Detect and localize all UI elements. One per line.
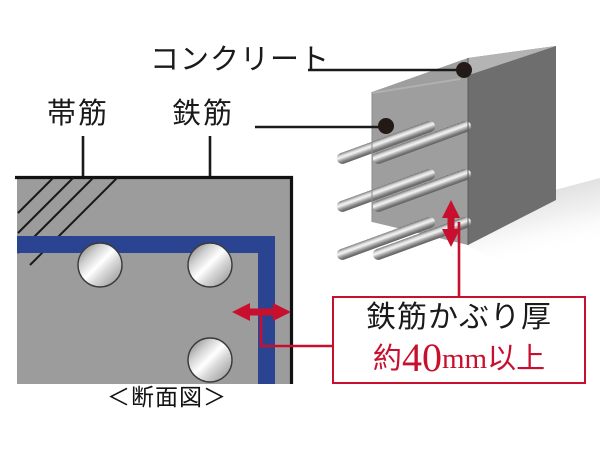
rebar-rod (336, 217, 436, 260)
cover-thickness-annotations (232, 200, 461, 348)
rebar-rods-group (336, 121, 472, 260)
callout-value: 約40mm以上 (334, 336, 584, 380)
callout-value-unit: mm (441, 343, 488, 375)
callout-value-suffix: 以上 (487, 343, 546, 375)
section-view-caption: ＜断面図＞ (107, 385, 227, 410)
rebar-circle (187, 337, 233, 383)
leader-dot-rebar-3d (378, 118, 394, 134)
rebar-circle (77, 242, 123, 288)
rebar-circles-group (77, 242, 233, 383)
block-front-edges (371, 58, 469, 245)
rebar-rod (336, 169, 436, 212)
rebar-rod (336, 121, 436, 164)
cover-arrow-vertical (442, 200, 460, 247)
label-concrete: コンクリート (150, 44, 331, 76)
rebar-circle (187, 242, 233, 288)
block-side-face (468, 46, 556, 245)
callout-value-prefix: 約 (372, 343, 402, 375)
rebar-rod (372, 121, 472, 164)
leader-dot-concrete (456, 62, 472, 78)
callout-value-number: 40 (401, 335, 442, 380)
callout-title: 鉄筋かぶり厚 (366, 301, 552, 334)
callout-connector-left (259, 312, 332, 348)
rebar-rod (372, 217, 472, 260)
section-concrete-fill (17, 176, 293, 384)
block-shadow (468, 178, 600, 262)
cover-thickness-callout: 鉄筋かぶり厚 約40mm以上 (332, 296, 586, 384)
rebar-rod (372, 169, 472, 212)
label-rebar: 鉄筋 (172, 98, 235, 130)
cross-section-view (15, 175, 294, 384)
label-stirrup: 帯筋 (47, 98, 110, 130)
